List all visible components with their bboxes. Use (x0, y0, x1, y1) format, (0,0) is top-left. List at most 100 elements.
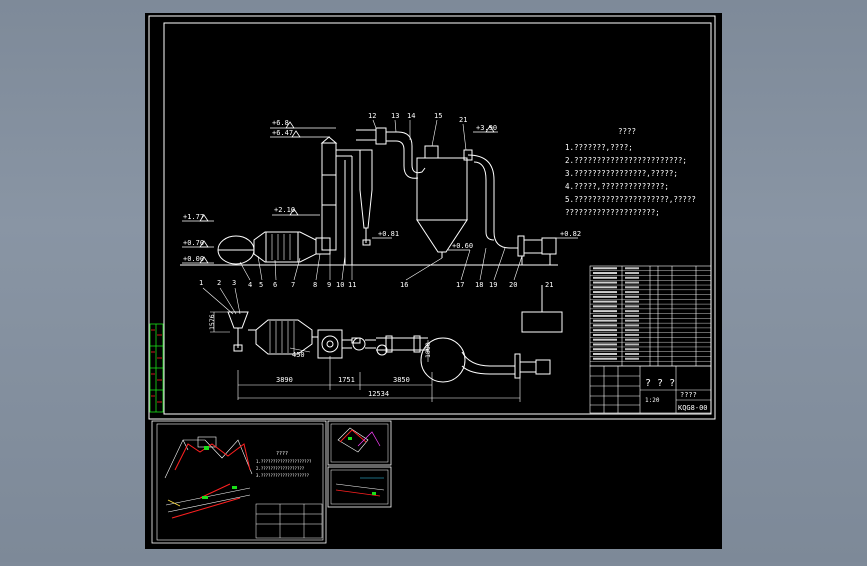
title-block-text: ? ? ? ???? KQG8-00 1:20 (645, 378, 708, 412)
dim-diameter: 450 (292, 351, 305, 359)
part-number-6: 6 (273, 281, 277, 289)
parts-list-cell-text (625, 319, 639, 322)
parts-list-cell-text (593, 357, 617, 360)
parts-list-cell-text (593, 310, 617, 313)
parts-list-cell-text (625, 324, 639, 327)
dim-cyclone-diameter: 1800 (424, 342, 432, 358)
parts-list-cell-text (593, 329, 617, 332)
parts-list-cell-text (625, 272, 639, 275)
note-1: 1.???????,????; (565, 143, 633, 152)
parts-list-cell-text (625, 329, 639, 332)
notes-title: ???? (618, 127, 636, 136)
sub-sheet-2[interactable] (327, 420, 392, 508)
parts-list-cell-text (625, 281, 639, 284)
main-frame-inner (163, 22, 712, 415)
part-number-4: 4 (248, 281, 252, 289)
parts-list-cell-text (593, 276, 617, 279)
parts-list-cell-text (593, 295, 617, 298)
parts-list-cell-text (593, 343, 617, 346)
note-5-cont: ????????????????????; (565, 208, 660, 217)
parts-list-cell-text (625, 286, 639, 289)
sub-sheet-1-note-2: 2.?????????????????? (256, 466, 305, 471)
title-block (589, 365, 712, 414)
parts-list-cell-text (593, 352, 617, 355)
note-4: 4.?????,??????????????; (565, 182, 669, 191)
elev-label-2-10: +2.10 (274, 206, 295, 214)
part-number-2: 2 (217, 279, 221, 287)
note-3: 3.????????????????,?????; (565, 169, 678, 178)
parts-list-cell-text (625, 267, 639, 270)
part-number-20: 20 (509, 281, 517, 289)
elevation-markers (182, 121, 578, 264)
elev-label-6-8: +6.8 (272, 119, 289, 127)
parts-list-cell-text (593, 291, 617, 294)
part-number-9: 9 (327, 281, 331, 289)
parts-list-cell-text (593, 300, 617, 303)
part-leaders (239, 119, 523, 281)
parts-list-cell-text (625, 291, 639, 294)
part-number-12: 12 (368, 112, 376, 120)
part-number-18: 18 (475, 281, 483, 289)
dim-total: 12534 (368, 390, 389, 398)
sub-sheet-1[interactable]: ???? 1.????????????????????? 2.?????????… (151, 420, 327, 544)
parts-list-cell-text (593, 281, 617, 284)
elev-label-0-60: +0.60 (452, 242, 473, 250)
elev-label-0-82: +0.82 (560, 230, 581, 238)
parts-list-cell-text (625, 348, 639, 351)
part-number-17: 17 (456, 281, 464, 289)
parts-list-cell-text (625, 338, 639, 341)
part-number-14: 14 (407, 112, 415, 120)
parts-list-cell-text (593, 286, 617, 289)
parts-list-cell-text (625, 300, 639, 303)
part-number-11: 11 (348, 281, 356, 289)
part-numbers: 4 5 6 7 8 9 10 11 16 17 18 19 20 12 13 1… (248, 112, 517, 289)
part-number-1: 1 (199, 279, 203, 287)
parts-list-cell-text (625, 357, 639, 360)
parts-list-cell-text (593, 338, 617, 341)
part-number-16: 16 (400, 281, 408, 289)
main-frame-outer (148, 15, 716, 420)
parts-list-cell-text (625, 352, 639, 355)
parts-list-cell-text (625, 333, 639, 336)
parts-list-cell-text (625, 305, 639, 308)
parts-list-cell-text (593, 333, 617, 336)
parts-list-cell-text (625, 276, 639, 279)
elev-label-6-47: +6.47 (272, 129, 293, 137)
elev-label-1-77: +1.77 (183, 213, 204, 221)
parts-list-cell-text (625, 343, 639, 346)
dim-height: 1576 (208, 314, 216, 330)
elev-label-0-00: +0.00 (183, 255, 204, 263)
note-2: 2.????????????????????????; (565, 156, 687, 165)
dim-3850: 3850 (393, 376, 410, 384)
part-number-10: 10 (336, 281, 344, 289)
drawing-scale: 1:20 (645, 397, 660, 404)
drawing-number: KQG8-00 (678, 404, 708, 412)
parts-list-cell-text (593, 305, 617, 308)
parts-list-cell-text (593, 314, 617, 317)
plan-view (227, 285, 563, 383)
part-number-15: 15 (434, 112, 442, 120)
part-number-5: 5 (259, 281, 263, 289)
left-binding-strip (149, 323, 164, 413)
part-number-3: 3 (232, 279, 236, 287)
plan-dimension-labels: 3890 1751 3850 12534 1576 450 1800 (208, 314, 432, 398)
elev-label-0-81: +0.81 (378, 230, 399, 238)
parts-list-cell-text (593, 324, 617, 327)
parts-list-cell-text (593, 272, 617, 275)
sub-sheet-1-note-1: 1.????????????????????? (256, 459, 312, 464)
part-number-13: 13 (391, 112, 399, 120)
parts-list-rows (590, 267, 711, 362)
part-number-8: 8 (313, 281, 317, 289)
sub-sheet-1-notes-title: ???? (276, 451, 288, 457)
part-number-7: 7 (291, 281, 295, 289)
elev-label-0-70: +0.70 (183, 239, 204, 247)
dim-1751: 1751 (338, 376, 355, 384)
plan-part-numbers: 1 2 3 21 (199, 279, 553, 289)
plan-dimensions (210, 311, 521, 402)
note-5: 5.?????????????????????,????? (565, 195, 696, 204)
parts-list-cell-text (593, 267, 617, 270)
parts-list-cell-text (593, 348, 617, 351)
dim-3890: 3890 (276, 376, 293, 384)
